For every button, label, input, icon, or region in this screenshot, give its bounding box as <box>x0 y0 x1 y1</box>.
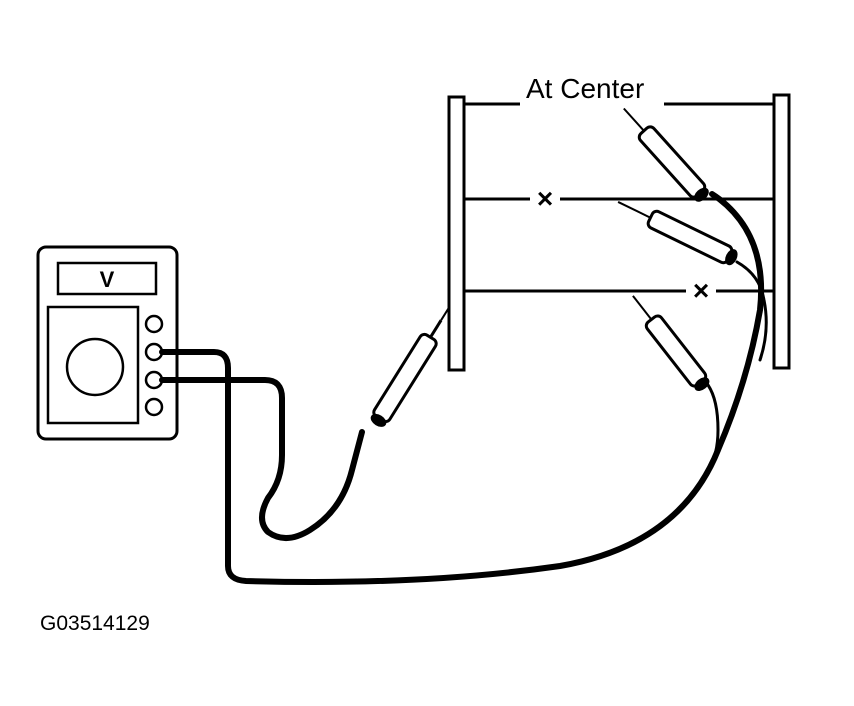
break-mark-lower: × <box>693 275 709 306</box>
terminal-1 <box>144 314 164 334</box>
negative-lead-wire <box>159 377 365 541</box>
at-center-caption: At Center <box>526 73 644 104</box>
positive-lead-wire <box>159 191 765 585</box>
left-frame-post <box>447 95 466 372</box>
probe-left <box>370 307 450 427</box>
probe-middle <box>617 201 738 266</box>
probe-top <box>623 107 709 202</box>
voltmeter <box>36 245 179 441</box>
lower-probe-wire <box>706 383 720 472</box>
voltmeter-display <box>56 261 158 296</box>
test-lead-wires <box>159 191 768 585</box>
voltmeter-display-text: V <box>100 267 115 292</box>
voltmeter-dial <box>65 337 125 397</box>
window-frame <box>447 93 791 372</box>
break-mark-upper: × <box>537 183 553 214</box>
probe-lower <box>632 295 710 391</box>
middle-probe-wire <box>735 260 768 362</box>
terminal-4 <box>144 397 164 417</box>
right-frame-post <box>772 93 791 370</box>
figure-code: G03514129 <box>40 612 150 635</box>
break-marks: × × <box>530 183 716 306</box>
